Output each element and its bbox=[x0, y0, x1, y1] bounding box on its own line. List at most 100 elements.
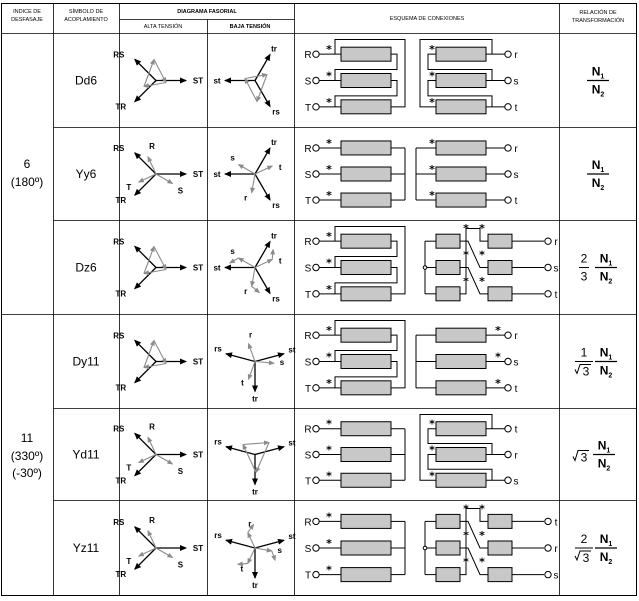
line-voltage-label: tr bbox=[252, 488, 258, 497]
connection-scheme: R*S*T***t**r**s bbox=[304, 502, 559, 583]
phase-arrow bbox=[155, 547, 174, 558]
polarity-mark: * bbox=[326, 377, 332, 390]
line-voltage-label: RS bbox=[113, 50, 125, 59]
line-voltage-label: ST bbox=[193, 544, 203, 553]
line-voltage-label: RS bbox=[113, 144, 125, 153]
line-voltage-arrow bbox=[254, 267, 271, 295]
phase-arrow bbox=[155, 454, 174, 465]
polarity-mark: * bbox=[326, 257, 332, 270]
terminal bbox=[312, 544, 320, 552]
phase-arrow bbox=[271, 550, 276, 562]
terminal bbox=[504, 196, 512, 204]
phase-arrow bbox=[250, 173, 256, 194]
winding-coil bbox=[435, 327, 487, 343]
polarity-mark: * bbox=[326, 96, 332, 109]
phase-label: s bbox=[278, 546, 283, 555]
zigzag-link bbox=[460, 228, 488, 295]
phase-label: R bbox=[149, 422, 155, 431]
line-voltage-arrow bbox=[225, 538, 256, 549]
phase-label: S bbox=[178, 187, 184, 196]
line-voltage-label: ST bbox=[193, 264, 203, 273]
terminal bbox=[544, 544, 552, 552]
line-voltage-arrow bbox=[134, 361, 157, 384]
phase-arrow bbox=[244, 77, 258, 102]
winding-coil bbox=[340, 46, 392, 62]
terminal-label: T bbox=[305, 571, 311, 582]
connection-scheme: R*S*T*trs*** bbox=[304, 414, 519, 488]
subscript: 2 bbox=[608, 373, 612, 380]
winding-coil bbox=[340, 354, 392, 369]
terminal bbox=[504, 144, 512, 152]
winding-coil bbox=[340, 166, 392, 182]
terminal bbox=[544, 570, 552, 579]
winding-coil bbox=[340, 327, 392, 343]
phase-arrow bbox=[247, 523, 255, 533]
winding-coil bbox=[340, 472, 392, 488]
root-sign bbox=[574, 550, 591, 562]
polarity-mark: * bbox=[326, 163, 332, 176]
root-value: 3 bbox=[583, 365, 590, 379]
delta-link bbox=[419, 414, 493, 481]
line-voltage-arrow bbox=[134, 339, 157, 362]
terminal bbox=[312, 476, 320, 484]
zigzag-link bbox=[460, 547, 488, 576]
terminal bbox=[312, 50, 320, 58]
terminal-label: r bbox=[554, 237, 558, 248]
phase-arrow bbox=[153, 59, 167, 84]
line-voltage-arrow bbox=[134, 80, 157, 103]
phase-arrow bbox=[236, 561, 248, 567]
line-voltage-label: tr bbox=[271, 45, 277, 54]
phase-arrow bbox=[155, 173, 174, 184]
terminal bbox=[312, 384, 320, 392]
terminal bbox=[312, 237, 320, 245]
neutral-point bbox=[422, 265, 428, 270]
line-voltage-label: ST bbox=[193, 451, 203, 460]
line-voltage-arrow bbox=[134, 173, 157, 196]
polarity-mark: * bbox=[326, 43, 332, 56]
phase-label: t bbox=[279, 163, 282, 172]
winding-coil bbox=[435, 567, 461, 583]
denominator: N2 bbox=[600, 364, 613, 380]
winding-coil bbox=[487, 233, 513, 249]
phase-arrow bbox=[250, 267, 256, 288]
terminal-label: S bbox=[305, 544, 312, 555]
polarity-mark: * bbox=[429, 43, 435, 56]
polarity-mark: * bbox=[326, 510, 332, 523]
polarity-mark: * bbox=[429, 418, 435, 431]
group-index-value: 6 bbox=[24, 157, 31, 171]
numerator: N1 bbox=[600, 252, 613, 268]
terminal-label: R bbox=[304, 237, 311, 248]
terminal-label: s bbox=[514, 358, 519, 369]
terminal bbox=[544, 290, 552, 298]
polarity-mark: * bbox=[495, 377, 501, 390]
line-voltage-label: tr bbox=[252, 581, 258, 590]
subscript: 2 bbox=[606, 466, 610, 473]
line-voltage-label: ST bbox=[193, 170, 203, 179]
polarity-mark: * bbox=[326, 418, 332, 431]
numerator: N1 bbox=[598, 439, 611, 455]
line-voltage-arrow bbox=[225, 352, 256, 363]
phase-arrow bbox=[254, 360, 275, 366]
phase-arrow bbox=[143, 339, 155, 368]
line-voltage-label: ST bbox=[193, 358, 203, 367]
winding-coil bbox=[435, 286, 461, 302]
line-voltage-label: rs bbox=[272, 201, 280, 210]
delta-link bbox=[334, 226, 406, 295]
polarity-mark: * bbox=[326, 351, 332, 364]
winding-coil bbox=[435, 380, 487, 396]
phase-arrow bbox=[143, 362, 167, 370]
line-voltage-label: st bbox=[288, 532, 295, 541]
phase-arrow bbox=[153, 340, 167, 365]
phase-arrow bbox=[247, 547, 256, 565]
terminal bbox=[504, 357, 512, 366]
line-voltage-label: RS bbox=[113, 331, 125, 340]
line-voltage-label: rs bbox=[214, 345, 222, 354]
